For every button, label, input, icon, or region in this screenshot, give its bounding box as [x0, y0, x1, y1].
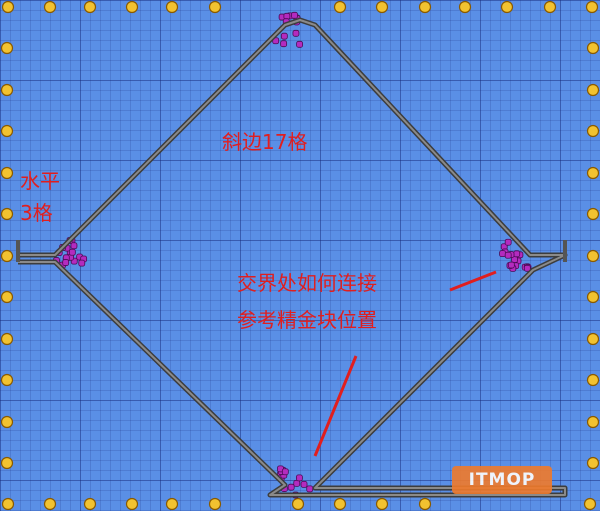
gold-coin-icon	[0, 166, 14, 180]
ore-blocks	[53, 11, 532, 499]
gold-coin-icon	[0, 207, 14, 221]
track-rail-shadow	[18, 17, 568, 498]
gold-coin-icon	[83, 0, 97, 14]
gold-coin-icon	[0, 332, 14, 346]
adamantite-ore-icon	[499, 238, 532, 272]
gold-coin-icon	[418, 0, 432, 14]
gold-coin-icon	[586, 83, 600, 97]
gold-coin-icon	[0, 456, 14, 470]
gold-coin-icon	[0, 290, 14, 304]
gold-coin-icon	[586, 249, 600, 263]
horizontal-count-label: 3格	[20, 201, 53, 225]
gold-coin-icon	[586, 166, 600, 180]
gold-coin-icon	[418, 497, 432, 511]
gold-coin-icon	[333, 497, 347, 511]
gold-coin-icon	[291, 497, 305, 511]
watermark-text: ITMOP	[468, 470, 536, 490]
minecart-track	[16, 17, 568, 498]
gold-coin-icon	[583, 497, 597, 511]
gold-coin-icon	[1, 497, 15, 511]
gold-coin-icon	[458, 0, 472, 14]
gold-coin-icon	[0, 41, 14, 55]
gold-coin-icon	[1, 0, 15, 14]
gold-coin-icon	[586, 207, 600, 221]
gold-coin-icon	[83, 497, 97, 511]
gold-coin-icon	[208, 0, 222, 14]
gold-coin-icon	[500, 0, 514, 14]
gold-coin-icon	[0, 415, 14, 429]
gold-coin-icon	[208, 497, 222, 511]
arrow-to-bottom-junction	[313, 355, 358, 457]
gold-coin-icon	[586, 373, 600, 387]
site-watermark: ITMOP	[452, 466, 552, 494]
gold-coin-icon	[43, 0, 57, 14]
gold-coin-icon	[586, 415, 600, 429]
gold-coin-icon	[0, 373, 14, 387]
horizontal-label: 水平	[20, 169, 60, 193]
gold-coin-icon	[543, 0, 557, 14]
gold-coin-icon	[0, 249, 14, 263]
gold-coin-icon	[585, 0, 599, 14]
junction-question-label: 交界处如何连接	[237, 271, 377, 295]
gold-coin-icon	[165, 0, 179, 14]
gold-coin-icon	[375, 497, 389, 511]
track-rail	[18, 19, 566, 496]
annotation-arrows	[313, 270, 497, 457]
gold-coin-icon	[333, 0, 347, 14]
gold-coin-icon	[586, 41, 600, 55]
gold-coin-icon	[0, 124, 14, 138]
gold-coin-icon	[375, 0, 389, 14]
hypotenuse-label: 斜边17格	[222, 130, 308, 154]
gold-coin-icon	[586, 332, 600, 346]
gold-coin-icon	[586, 456, 600, 470]
gold-coin-icon	[165, 497, 179, 511]
arrow-to-right-junction	[449, 270, 497, 292]
gold-coin-icon	[125, 0, 139, 14]
gold-coin-icon	[0, 83, 14, 97]
gold-coin-icon	[125, 497, 139, 511]
gold-coin-icon	[43, 497, 57, 511]
gold-coin-icon	[586, 124, 600, 138]
gold-coin-icon	[586, 290, 600, 304]
adamantite-reference-label: 参考精金块位置	[237, 308, 377, 332]
